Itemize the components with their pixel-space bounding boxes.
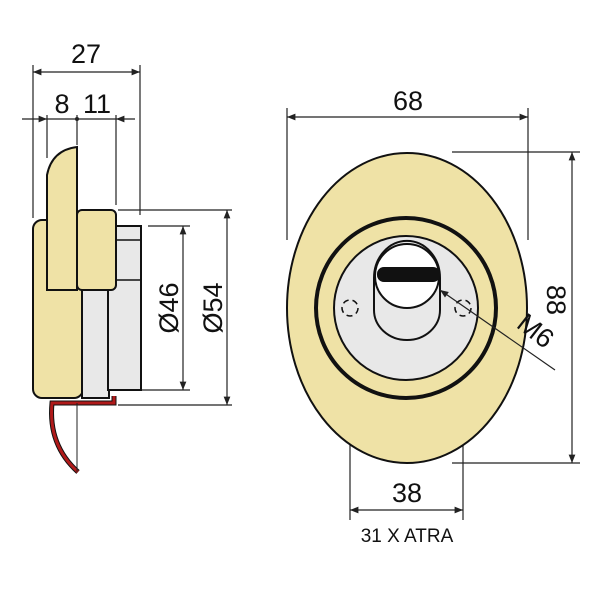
screw-hole-right (454, 299, 472, 317)
dim-height-label: 88 (541, 285, 571, 315)
steel-cylinder (107, 225, 142, 391)
dim-total-label: 27 (71, 39, 101, 69)
shield-blade (46, 145, 78, 291)
front-view: 68 88 M6 38 31 X ATRA (286, 86, 580, 547)
red-hook-outline (49, 396, 117, 474)
dim-inner-dia-label: Ø46 (154, 282, 184, 333)
note-label: 31 X ATRA (361, 526, 454, 547)
dim-b-label: 11 (83, 89, 111, 119)
dim-outer-dia-label: Ø54 (198, 282, 228, 333)
side-extension-lines (32, 65, 232, 406)
screw-hole-left (341, 299, 359, 317)
side-view: 27 8 11 Ø46 Ø54 (22, 39, 232, 474)
dim-width-label: 68 (393, 86, 423, 116)
key-slot (377, 267, 440, 282)
red-hook (50, 396, 116, 474)
dim-dot (75, 117, 79, 121)
m6-leader (439, 289, 556, 371)
front-block (76, 209, 117, 291)
steel-sleeve (81, 289, 110, 399)
dim-screw-spacing-label: 38 (392, 478, 422, 508)
dim-a-label: 8 (54, 89, 69, 119)
